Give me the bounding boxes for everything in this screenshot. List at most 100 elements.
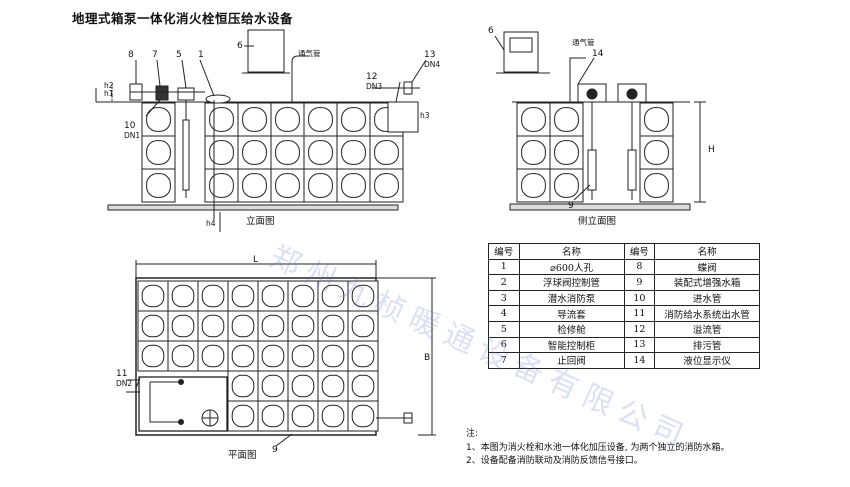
legend-name: 溢流管 <box>654 320 760 338</box>
tank-panel <box>639 168 674 203</box>
tank-panel-panel-boss <box>291 284 315 308</box>
tank-panel-panel-boss <box>209 140 234 165</box>
tank-panel-panel-boss <box>374 173 399 198</box>
tank-panel-panel-boss <box>374 140 399 165</box>
h4-label: h4 <box>206 219 216 228</box>
tank-panel-panel-boss <box>261 374 285 398</box>
plan-caption: 平面图 <box>228 450 257 461</box>
legend-name: ⌀600人孔 <box>518 258 625 276</box>
tank-panel-panel-boss <box>231 284 255 308</box>
legend-header-no-2: 编号 <box>623 243 656 260</box>
legend-header-name-2: 名称 <box>654 243 760 260</box>
callout-7: 7 <box>152 50 158 60</box>
tank-panel-panel-boss <box>308 107 333 132</box>
dn4-label: DN4 <box>424 60 440 69</box>
callout-13: 13 <box>424 50 435 60</box>
tank-panel <box>347 280 379 312</box>
h3-label: h3 <box>420 111 430 120</box>
tank-panel-panel-boss <box>291 404 315 428</box>
side-view <box>496 31 706 211</box>
tank-panel <box>227 280 259 312</box>
tank-panel-panel-boss <box>209 107 234 132</box>
tank-panel-panel-boss <box>171 314 195 338</box>
tank-panel-panel-boss <box>261 284 285 308</box>
tank-panel <box>287 400 319 432</box>
tank-panel-panel-boss <box>554 107 579 132</box>
tank-panel <box>227 400 259 432</box>
drawing-title: 地理式箱泵一体化消火栓恒压给水设备 <box>72 11 294 26</box>
tank-panel-panel-boss <box>351 284 375 308</box>
tank-panel <box>197 340 229 372</box>
legend-no: 10 <box>623 289 656 307</box>
tank-panel-panel-boss <box>644 107 669 132</box>
side-callout-9: 9 <box>568 201 574 211</box>
tank-panel <box>141 102 176 137</box>
tank-panel-panel-boss <box>201 314 225 338</box>
legend-no: 12 <box>623 320 656 338</box>
tank-panel <box>137 310 169 342</box>
legend-name: 消防给水系统出水管 <box>654 305 760 322</box>
tank-panel-panel-boss <box>242 140 267 165</box>
tank-panel-panel-boss <box>308 173 333 198</box>
tank-panel-panel-boss <box>209 173 234 198</box>
notes-line-2: 2、设备配备消防联动及消防反馈信号接口。 <box>466 456 643 466</box>
tank-panel-panel-boss <box>554 173 579 198</box>
tank-panel <box>227 340 259 372</box>
tank-panel-panel-boss <box>321 344 345 368</box>
tank-panel-panel-boss <box>261 314 285 338</box>
legend-no: 9 <box>623 274 656 291</box>
tank-panel-panel-boss <box>201 344 225 368</box>
tank-panel <box>336 102 371 137</box>
tank-panel-panel-boss <box>321 404 345 428</box>
tank-panel <box>549 135 584 170</box>
tank-panel-panel-boss <box>242 107 267 132</box>
tank-panel-panel-boss <box>291 374 315 398</box>
legend-name: 排污管 <box>654 336 760 354</box>
tank-panel <box>167 310 199 342</box>
tank-panel-panel-boss <box>171 284 195 308</box>
tank-panel <box>257 280 289 312</box>
tank-panel <box>639 135 674 170</box>
tank-panel <box>317 340 349 372</box>
legend-name: 装配式增强水箱 <box>654 274 760 291</box>
legend-row: 6 智能控制柜 13 排污管 <box>488 336 760 354</box>
legend-header-no-1: 编号 <box>488 243 520 260</box>
legend-name: 检修舱 <box>518 320 625 338</box>
dim-H: H <box>708 145 715 155</box>
tank-panel <box>369 168 404 203</box>
tank-panel-panel-boss <box>341 173 366 198</box>
tank-panel <box>336 135 371 170</box>
tank-panel <box>516 102 551 137</box>
tank-panel-panel-boss <box>341 140 366 165</box>
legend-no: 2 <box>488 274 520 291</box>
notes-heading: 注: <box>466 429 479 439</box>
tank-panel <box>227 310 259 342</box>
tank-panel-panel-boss <box>308 140 333 165</box>
tank-panel <box>287 280 319 312</box>
callout-10: 10 <box>124 121 136 131</box>
tank-panel-panel-boss <box>146 140 171 165</box>
legend-row: 1 ⌀600人孔 8 蝶阀 <box>488 258 760 276</box>
tank-panel-panel-boss <box>521 140 546 165</box>
tank-panel-panel-boss <box>201 284 225 308</box>
side-caption: 侧立面图 <box>578 215 616 227</box>
callout-8: 8 <box>128 50 134 60</box>
legend-no: 8 <box>623 258 656 276</box>
legend-no: 14 <box>623 352 656 369</box>
plan-callout-9: 9 <box>272 445 278 455</box>
tank-panel <box>137 340 169 372</box>
legend-row: 7 止回阀 14 液位显示仪 <box>488 352 760 369</box>
tank-panel-panel-boss <box>321 314 345 338</box>
tank-panel-panel-boss <box>341 107 366 132</box>
legend-row: 3 潜水消防泵 10 进水管 <box>488 289 760 307</box>
callout-1: 1 <box>198 50 204 60</box>
side-left-tank <box>516 102 584 203</box>
tank-panel <box>257 400 289 432</box>
notes-line-1: 1、本图为消火栓和水池一体化加压设备, 为两个独立的消防水箱。 <box>466 442 730 453</box>
tank-panel-panel-boss <box>644 140 669 165</box>
tank-panel <box>141 135 176 170</box>
side-right-tank <box>639 102 674 203</box>
callout-5: 5 <box>176 50 182 60</box>
tank-panel-panel-boss <box>291 314 315 338</box>
